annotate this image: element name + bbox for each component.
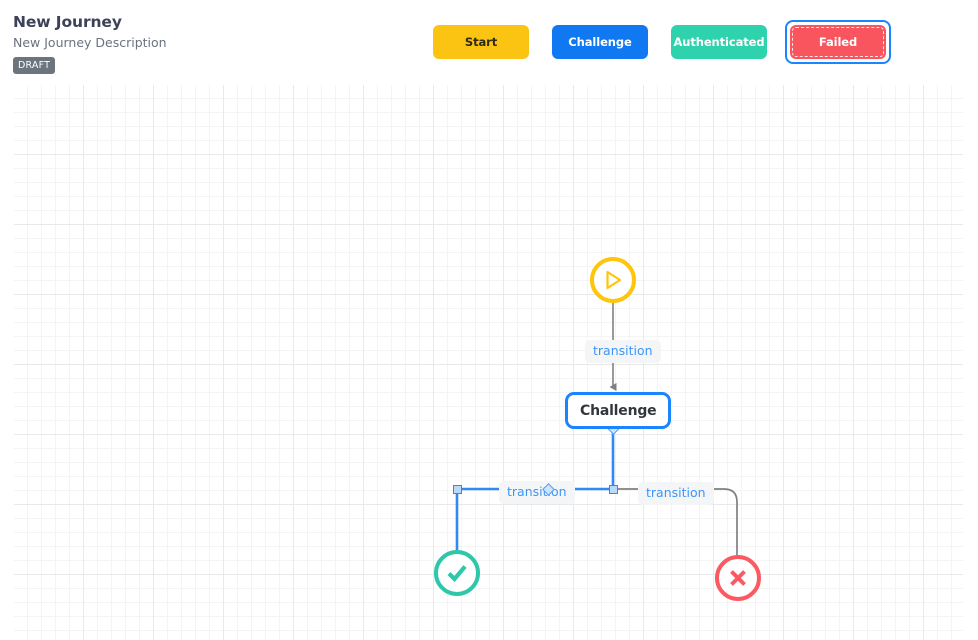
cross-icon bbox=[730, 570, 746, 586]
palette-button-challenge[interactable]: Challenge bbox=[552, 25, 648, 59]
edge-label-start-to-challenge[interactable]: transition bbox=[585, 340, 661, 363]
node-failed[interactable] bbox=[715, 555, 761, 601]
journey-canvas[interactable]: transition transition transition Challen… bbox=[14, 85, 963, 640]
play-icon bbox=[606, 270, 622, 290]
edge-layer bbox=[453, 303, 741, 572]
palette-button-authenticated[interactable]: Authenticated bbox=[671, 25, 767, 59]
palette-button-failed[interactable]: Failed bbox=[790, 25, 886, 59]
challenge-node-label: Challenge bbox=[580, 402, 657, 419]
journey-description: New Journey Description bbox=[13, 35, 167, 50]
edge-handle-waypoint-left[interactable] bbox=[453, 485, 462, 494]
check-icon bbox=[447, 565, 467, 583]
journey-info: New Journey New Journey Description DRAF… bbox=[13, 13, 167, 74]
edge-handle-waypoint-right[interactable] bbox=[609, 485, 618, 494]
authenticated-node-circle[interactable] bbox=[434, 550, 480, 596]
challenge-node-box[interactable]: Challenge bbox=[565, 392, 672, 429]
start-node-circle[interactable] bbox=[590, 257, 636, 303]
node-authenticated[interactable] bbox=[434, 550, 480, 596]
palette-slot-challenge[interactable]: Challenge bbox=[547, 20, 653, 64]
failed-node-circle[interactable] bbox=[715, 555, 761, 601]
edge-label-challenge-to-failed[interactable]: transition bbox=[638, 482, 714, 505]
node-challenge[interactable]: Challenge bbox=[565, 392, 672, 429]
palette-slot-failed[interactable]: Failed bbox=[785, 20, 891, 64]
node-palette: Start Challenge Authenticated Failed bbox=[428, 20, 891, 64]
palette-button-start[interactable]: Start bbox=[433, 25, 529, 59]
edge-label-challenge-to-authenticated[interactable]: transition bbox=[499, 481, 575, 504]
status-badge: DRAFT bbox=[13, 57, 56, 74]
page-title: New Journey bbox=[13, 13, 122, 31]
node-start[interactable] bbox=[590, 257, 636, 303]
page-header: New Journey New Journey Description DRAF… bbox=[0, 0, 978, 85]
palette-slot-start[interactable]: Start bbox=[428, 20, 534, 64]
palette-slot-authenticated[interactable]: Authenticated bbox=[666, 20, 772, 64]
